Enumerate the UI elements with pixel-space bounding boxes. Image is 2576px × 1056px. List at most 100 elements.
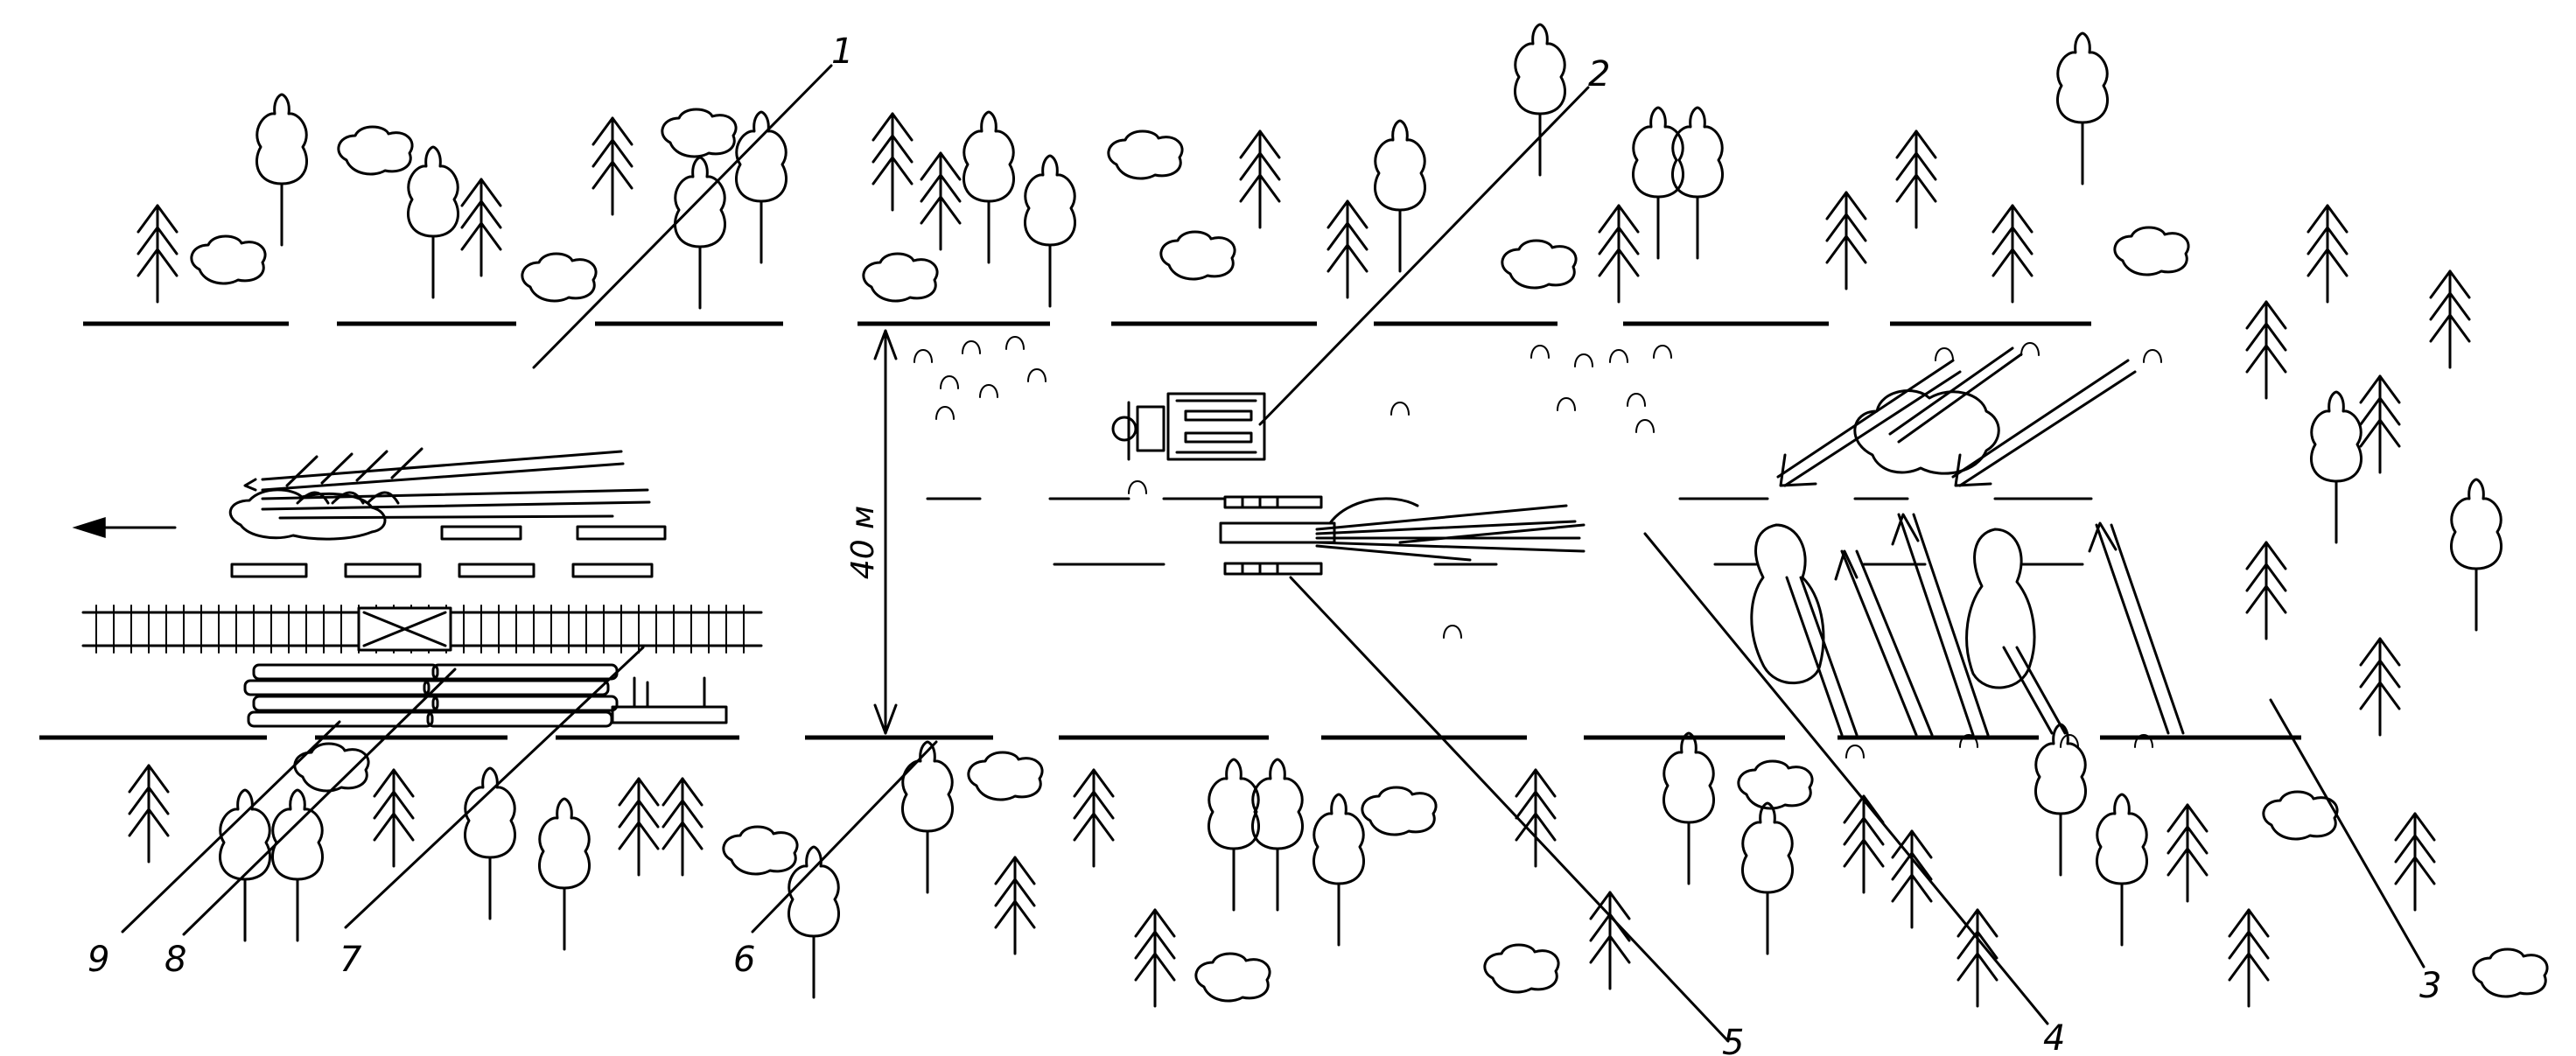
- callout-labels: 1 2 3 4 5 6 7 8 9: [88, 31, 2441, 1056]
- stump-icon: [940, 375, 959, 389]
- deciduous-tree-icon: [900, 740, 955, 894]
- spruce-tree-icon: [2394, 812, 2436, 912]
- spruce-tree-icon: [1843, 794, 1885, 894]
- bush-icon: [2472, 948, 2549, 998]
- spruce-tree-icon: [2306, 204, 2348, 304]
- spruce-tree-icon: [460, 178, 502, 277]
- spruce-tree-icon: [128, 764, 170, 864]
- stump-icon: [1609, 349, 1628, 363]
- stump-icon: [979, 384, 998, 398]
- stump-icon: [2143, 349, 2162, 363]
- skidder-with-load: [1219, 495, 1586, 576]
- deciduous-tree-icon: [734, 110, 788, 264]
- stump-icon: [1557, 397, 1576, 411]
- spruce-tree-icon: [136, 204, 178, 304]
- deciduous-tree-icon: [2449, 478, 2503, 632]
- stump-icon: [1845, 745, 1865, 759]
- spruce-tree-icon: [1891, 829, 1933, 929]
- deciduous-tree-icon: [1207, 758, 1261, 912]
- felled-trees-lower: [1750, 513, 2185, 737]
- callout-6: 6: [733, 940, 755, 980]
- stump-icon: [1443, 625, 1462, 639]
- callout-4: 4: [2043, 1018, 2065, 1056]
- bush-icon: [1737, 759, 1814, 810]
- loading-ramp: [611, 676, 728, 724]
- stump-icon: [1653, 345, 1672, 359]
- callout-2: 2: [1588, 54, 1610, 94]
- spruce-tree-icon: [2429, 269, 2471, 369]
- top-forest: [136, 23, 2190, 310]
- skid-trail: [926, 497, 2093, 566]
- direction-arrow-icon: [72, 516, 177, 539]
- spruce-tree-icon: [1134, 908, 1176, 1008]
- spruce-tree-icon: [1239, 129, 1281, 229]
- spruce-tree-icon: [872, 112, 914, 212]
- bush-icon: [1501, 239, 1578, 290]
- bush-icon: [1361, 786, 1438, 836]
- spruce-tree-icon: [1073, 768, 1115, 868]
- spruce-tree-icon: [592, 116, 634, 216]
- deciduous-tree-icon: [270, 788, 325, 942]
- bush-icon: [722, 825, 799, 876]
- callout-9: 9: [88, 940, 109, 980]
- strip-width-dimension: 40 м: [845, 329, 898, 735]
- bottom-forest: [128, 723, 2549, 1008]
- stump-icon: [1128, 480, 1147, 494]
- deciduous-tree-icon: [1373, 119, 1427, 273]
- stump-icon: [1935, 347, 1954, 361]
- spruce-tree-icon: [662, 777, 704, 877]
- spruce-tree-icon: [1992, 204, 2034, 304]
- spruce-tree-icon: [2228, 908, 2270, 1008]
- felling-machine: [1111, 392, 1266, 461]
- deciduous-tree-icon: [2055, 31, 2110, 185]
- callout-8: 8: [164, 940, 186, 980]
- log-stack: [423, 663, 619, 728]
- callout-7: 7: [340, 940, 362, 980]
- stump-icon: [935, 406, 955, 420]
- deciduous-tree-icon: [1670, 106, 1725, 260]
- deciduous-tree-icon: [1662, 731, 1716, 885]
- stump-icon: [1530, 345, 1550, 359]
- road-lane-dashes: [230, 525, 667, 578]
- bush-icon: [1107, 129, 1184, 180]
- stump-icon: [1005, 336, 1025, 350]
- stump-icon: [1574, 353, 1593, 367]
- deciduous-tree-icon: [962, 110, 1016, 264]
- bush-icon: [521, 252, 598, 303]
- spruce-tree-icon: [1956, 908, 1998, 1008]
- railcar: [357, 606, 452, 652]
- deciduous-tree-icon: [537, 797, 592, 951]
- deciduous-tree-icon: [406, 145, 460, 299]
- stump-icon: [1627, 393, 1646, 407]
- stump-icon: [914, 349, 933, 363]
- stump-icon: [1390, 402, 1410, 416]
- spruce-tree-icon: [2245, 541, 2287, 640]
- deciduous-tree-icon: [1740, 801, 1795, 955]
- deciduous-tree-icon: [1250, 758, 1305, 912]
- spruce-tree-icon: [1326, 199, 1368, 299]
- bush-icon: [2113, 226, 2190, 276]
- log-stack: [243, 663, 439, 728]
- deciduous-tree-icon: [1023, 154, 1077, 308]
- spruce-tree-icon: [1895, 129, 1937, 229]
- deciduous-tree-icon: [1312, 793, 1366, 947]
- spruce-tree-icon: [920, 151, 962, 251]
- callout-1: 1: [831, 31, 853, 72]
- spruce-tree-icon: [2359, 637, 2401, 737]
- hauled-logs: [228, 447, 651, 541]
- railway-track: [81, 605, 763, 654]
- spruce-tree-icon: [994, 856, 1036, 955]
- stump-icon: [1027, 368, 1046, 382]
- spruce-tree-icon: [373, 768, 415, 868]
- deciduous-tree-icon: [1513, 23, 1567, 177]
- bush-icon: [337, 125, 414, 176]
- bush-icon: [1194, 952, 1271, 1003]
- callout-5: 5: [1722, 1023, 1744, 1056]
- log-stacks: [243, 663, 728, 728]
- spruce-tree-icon: [1589, 891, 1631, 990]
- bush-icon: [293, 742, 370, 793]
- spruce-tree-icon: [1598, 204, 1640, 304]
- bush-icon: [967, 751, 1044, 801]
- right-forest: [2245, 204, 2503, 737]
